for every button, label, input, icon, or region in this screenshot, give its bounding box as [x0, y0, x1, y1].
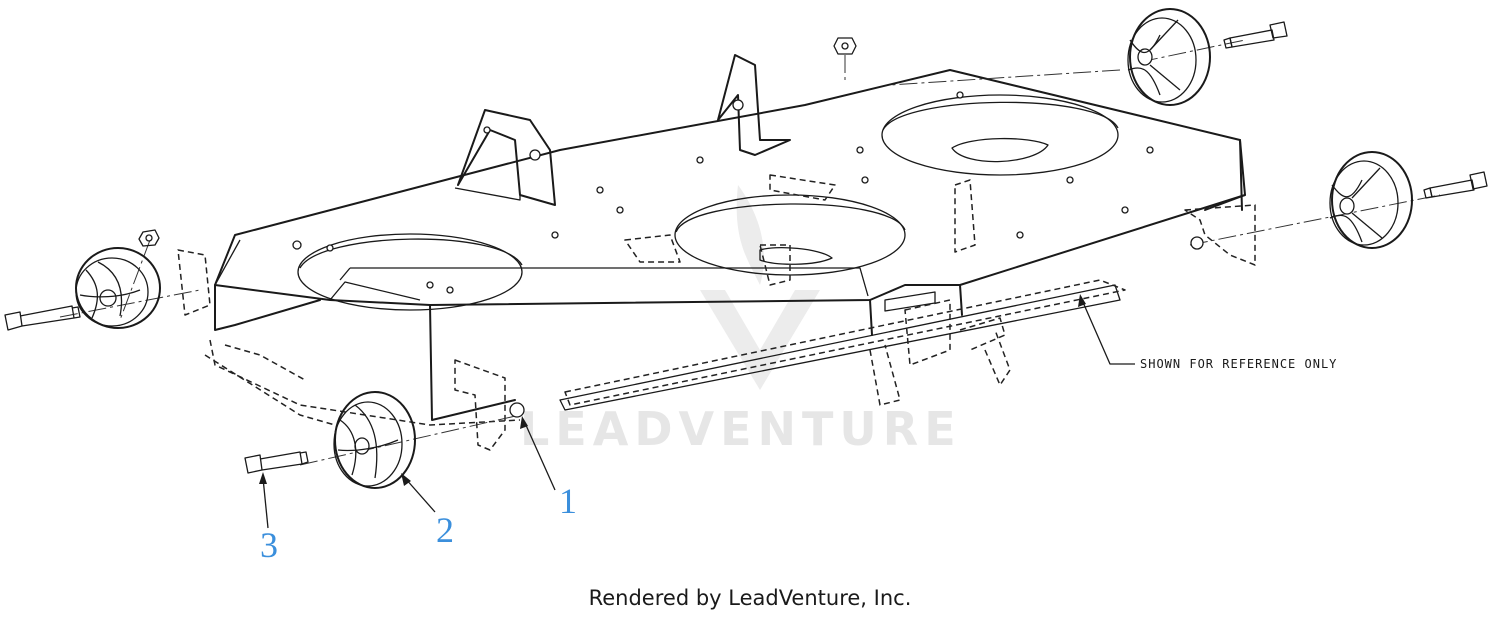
wheel-left	[75, 247, 161, 329]
bolt-front	[244, 451, 309, 474]
wheels	[75, 8, 1413, 489]
reference-assembly	[177, 174, 1256, 451]
leader-lines	[259, 294, 1135, 529]
callout-1: 1	[559, 481, 577, 521]
bolt-right-upper	[1223, 21, 1288, 49]
bolts	[4, 21, 1488, 474]
reference-note: SHOWN FOR REFERENCE ONLY	[1140, 357, 1337, 371]
wheel-right-upper	[1127, 8, 1211, 106]
callout-2: 2	[436, 510, 454, 550]
bolt-right-lower	[1423, 171, 1488, 199]
callout-3: 3	[260, 525, 278, 565]
wheel-front	[333, 391, 416, 489]
footer-credit: Rendered by LeadVenture, Inc.	[588, 586, 912, 610]
wheel-right-lower	[1329, 151, 1413, 249]
nuts	[138, 37, 1204, 418]
callouts: 1 2 3	[260, 481, 577, 565]
watermark: LEADVENTURE	[520, 185, 962, 456]
bolt-left	[4, 305, 81, 331]
mower-deck	[214, 54, 1246, 421]
watermark-text: LEADVENTURE	[520, 402, 962, 456]
